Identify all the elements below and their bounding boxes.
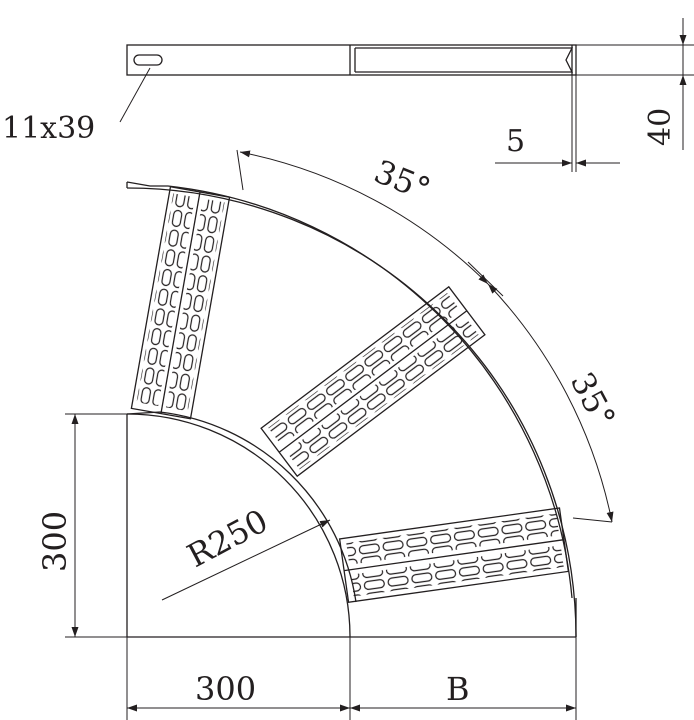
slot-size-label: 11x39 [2,111,95,146]
side-view-profile [126,44,577,76]
height-label: 40 [643,108,678,146]
thickness-label: 5 [506,124,525,159]
plan-dimension-lines [65,413,577,720]
bottom-width-label: 300 [195,670,256,708]
bottom-b-label: B [446,670,470,708]
rung-top [130,186,231,420]
left-height-label: 300 [36,511,74,572]
rung-bottom [338,507,570,604]
slot-leader-line [119,67,151,123]
rung-middle [260,285,486,478]
slot-hole-icon [133,54,163,66]
radius-leader [161,519,331,601]
profile-dimension-lines [119,18,694,172]
radius-label: R250 [181,502,274,576]
angle-dimensions [236,149,614,523]
angle-label-upper: 35° [369,152,436,208]
angle-label-lower: 35° [563,366,623,434]
